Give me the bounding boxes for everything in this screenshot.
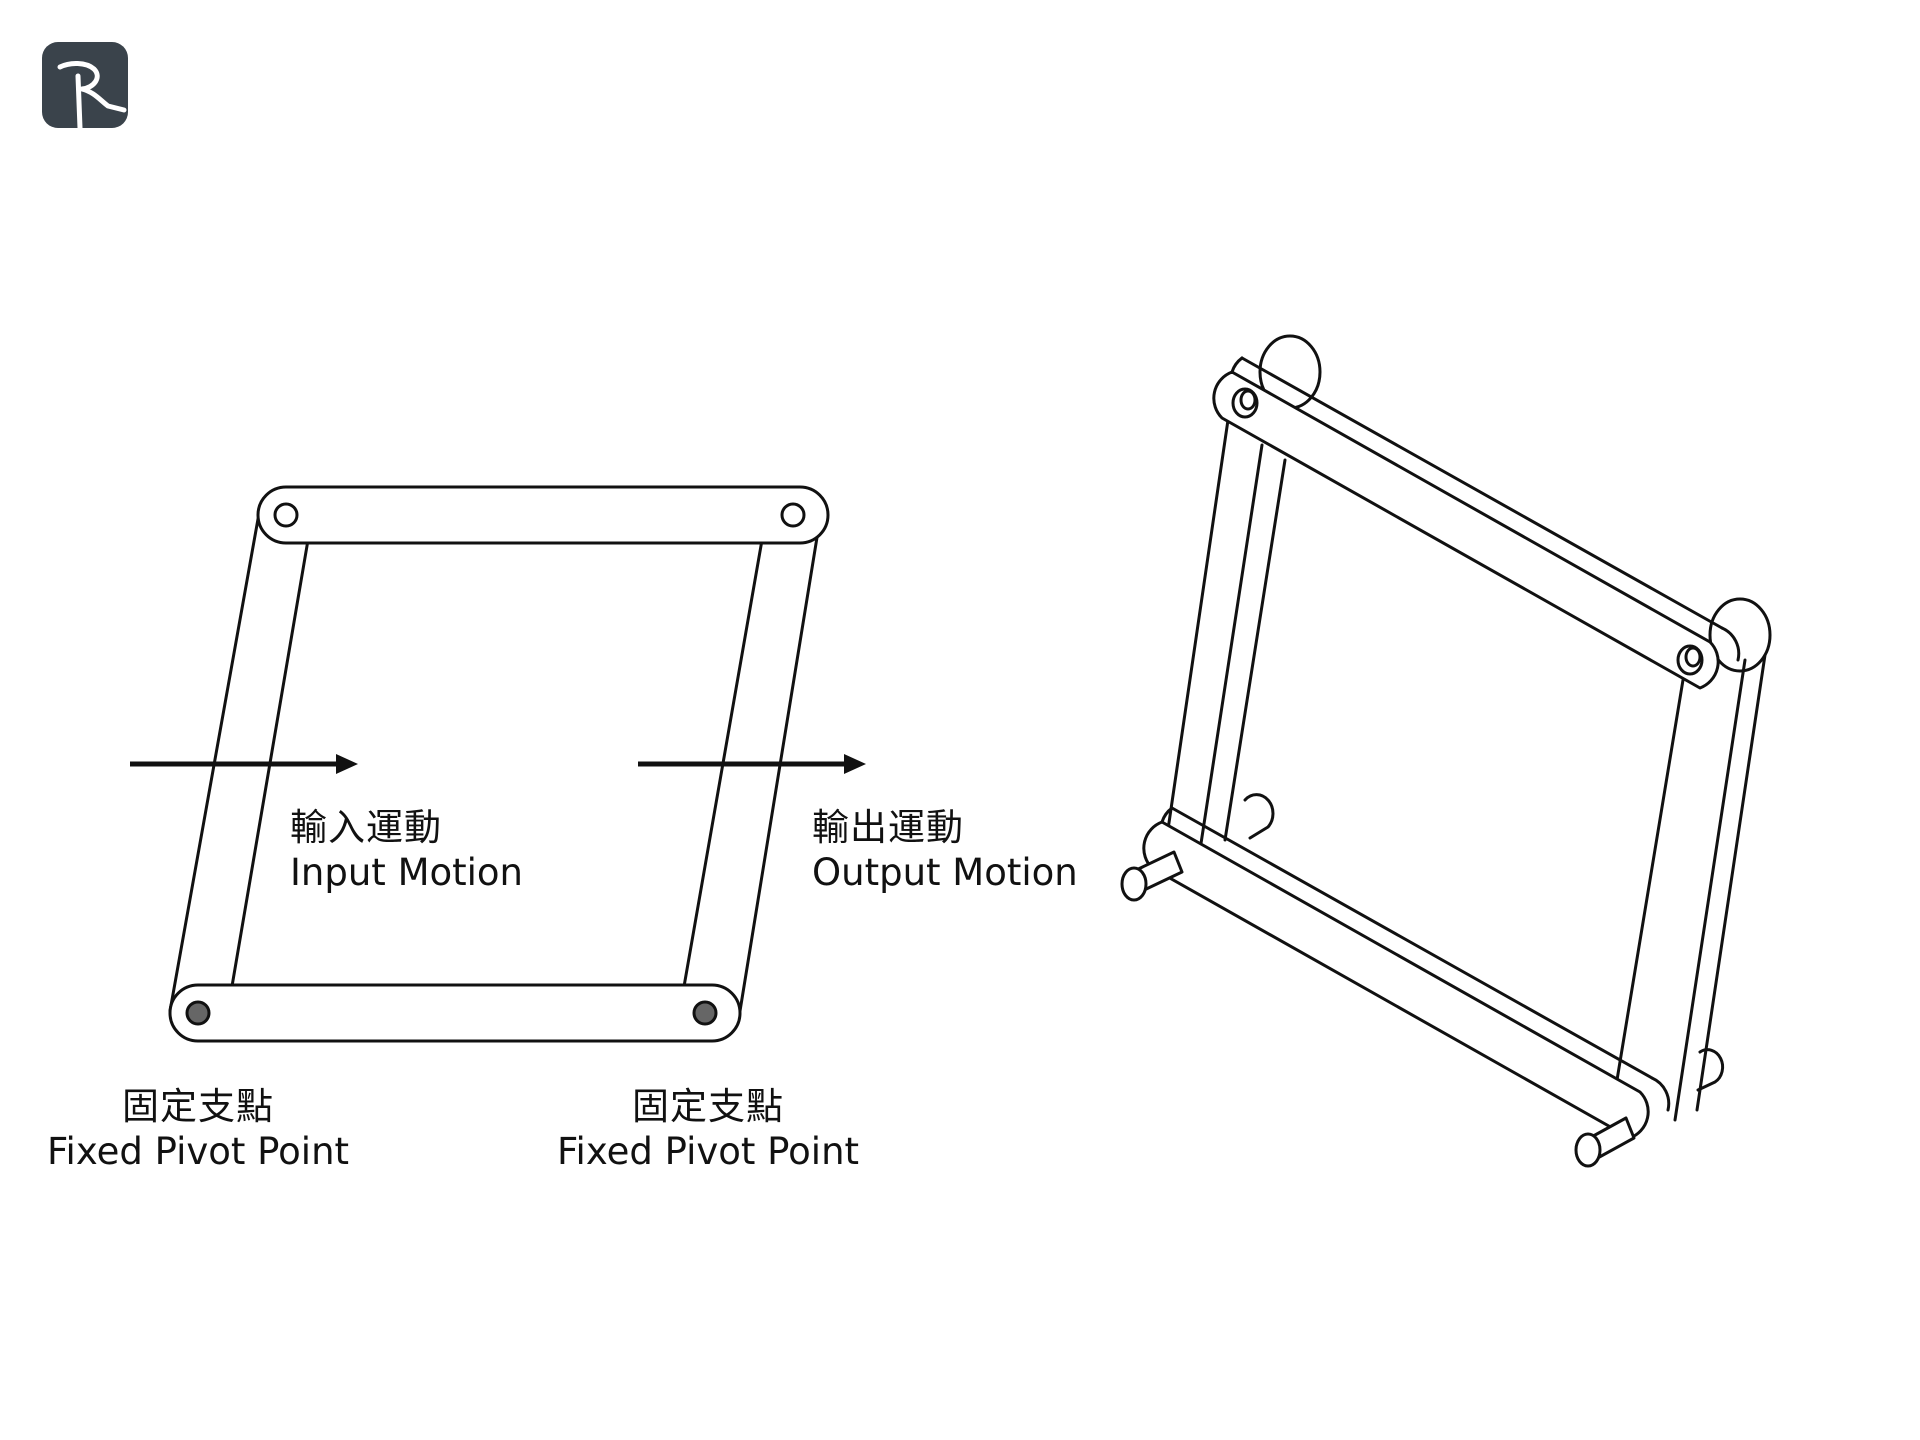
- output-motion-label: 輸出運動 Output Motion: [812, 805, 1078, 895]
- fixed-pivot-right: [692, 1000, 718, 1026]
- bottom-bar: [168, 983, 742, 1043]
- input-motion-en: Input Motion: [290, 851, 524, 895]
- input-motion-label: 輸入運動 Input Motion: [290, 805, 523, 895]
- output-motion-en: Output Motion: [812, 851, 1078, 895]
- fixed-pivot-right-zh: 固定支點: [632, 1085, 784, 1128]
- arrow-right-icon: [130, 754, 358, 774]
- pivot-top-right: [780, 502, 806, 528]
- fixed-pivot-left-en: Fixed Pivot Point: [46, 1130, 350, 1174]
- top-bar: [256, 485, 830, 545]
- fixed-pivot-left-zh: 固定支點: [122, 1085, 274, 1128]
- arrow-right-icon: [638, 754, 866, 774]
- fixed-pivot-right-en: Fixed Pivot Point: [556, 1130, 860, 1174]
- fixed-pivot-left-label: 固定支點 Fixed Pivot Point: [47, 1084, 349, 1174]
- fixed-pivot-right-label: 固定支點 Fixed Pivot Point: [557, 1084, 859, 1174]
- fixed-pivot-left: [185, 1000, 211, 1026]
- input-motion-zh: 輸入運動: [290, 806, 442, 849]
- pivot-top-left: [273, 502, 299, 528]
- output-motion-zh: 輸出運動: [812, 806, 964, 849]
- brand-logo-icon: [42, 42, 128, 131]
